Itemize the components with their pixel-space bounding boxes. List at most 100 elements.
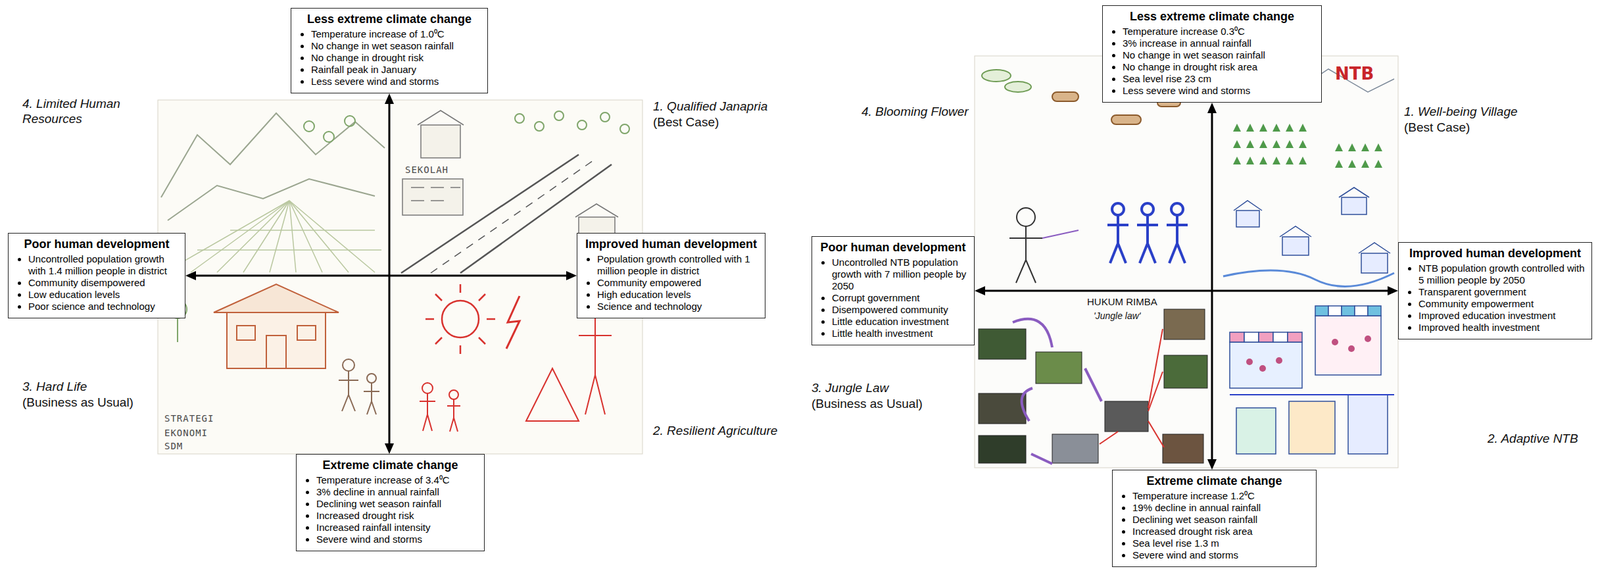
market-sketch <box>1244 332 1259 342</box>
axis-box: Poor human developmentUncontrolled NTB p… <box>811 236 975 346</box>
rice-field-sketch <box>1233 140 1307 148</box>
axis-bullet: Uncontrolled NTB population growth with … <box>831 256 968 292</box>
market-sketch <box>1229 341 1303 388</box>
market-sketch <box>1328 305 1342 316</box>
axis-bullet: Science and technology <box>597 300 759 313</box>
axis-arrow <box>1207 102 1217 470</box>
village-sketch <box>1236 210 1260 227</box>
field-rows <box>289 200 323 273</box>
collage-red-arrow <box>1099 431 1118 444</box>
axis-bullet: Increased rainfall intensity <box>316 521 478 534</box>
red-figure-sketch <box>526 368 579 421</box>
tree-sketch <box>600 112 610 122</box>
arrow-head <box>185 270 196 281</box>
axis-heading: Extreme climate change <box>303 458 478 473</box>
collage-arrow <box>1085 368 1102 402</box>
market-people <box>1275 357 1283 364</box>
house-sketch <box>213 284 339 369</box>
person-sketch <box>1042 230 1079 239</box>
market-sketch <box>1354 305 1368 316</box>
people-sketch <box>366 373 377 383</box>
collage-arrow <box>1012 318 1102 464</box>
house-sketch <box>226 312 326 369</box>
axis-bullet: NTB population growth controlled with 5 … <box>1418 262 1585 287</box>
photo-collage <box>978 393 1026 424</box>
sketch-frame <box>157 55 1399 468</box>
market-sketch <box>1236 407 1276 454</box>
blue-people-sketch <box>1112 203 1124 216</box>
sketch-text: SEKOLAH <box>405 164 449 175</box>
arrow-head <box>384 443 394 454</box>
tree-sketch <box>577 120 587 130</box>
axis-bullet: No change in drought risk <box>311 51 481 64</box>
sketch-text: STRATEGI <box>164 412 214 424</box>
axis-bullet: Sea level rise 1.3 m <box>1132 537 1310 550</box>
collage-red-arrow <box>1148 371 1163 412</box>
axis-box: Improved human developmentPopulation gro… <box>576 232 766 319</box>
axis-bullet: Little education investment <box>831 315 968 328</box>
photo-collage <box>1163 309 1205 340</box>
field-rows <box>243 200 290 273</box>
blue-people-sketch <box>1107 203 1188 264</box>
arrow-head <box>974 286 986 296</box>
market-people <box>1246 335 1372 372</box>
axis-bullet: Temperature increase 0.3⁰C <box>1122 25 1315 38</box>
field-rows <box>230 229 375 231</box>
building-sketch <box>417 110 464 125</box>
field-rows <box>269 200 290 273</box>
scenario-label: 2. Adaptive NTB <box>1487 430 1579 446</box>
scenario-label: 1. Qualified Janapria <box>653 98 768 114</box>
field-rows <box>197 249 382 251</box>
sun-sketch <box>506 295 520 349</box>
house-sketch <box>213 284 339 313</box>
building-sketch <box>575 203 619 218</box>
photo-collage <box>1035 351 1082 384</box>
market-sketch <box>1367 305 1382 316</box>
red-figure-sketch <box>422 382 433 394</box>
photo-collage <box>1104 401 1149 432</box>
person-sketch <box>1009 207 1079 283</box>
bullet-list: Temperature increase 0.3⁰C3% increase in… <box>1109 25 1315 97</box>
axis-bullet: Rainfall peak in January <box>311 63 481 76</box>
house-sketch <box>297 325 316 340</box>
axis-bullet: 3% increase in annual rainfall <box>1122 37 1315 50</box>
sun-sketch <box>425 284 520 354</box>
axis-arrow <box>185 270 577 281</box>
market-sketch <box>1287 332 1303 342</box>
village-sketch <box>1338 187 1370 198</box>
building-sketch <box>420 124 461 158</box>
axis-bullet: Low education levels <box>28 288 179 301</box>
bullet-list: Temperature increase 1.2⁰C19% decline in… <box>1119 489 1310 561</box>
scenario-label: 3. Jungle Law <box>811 380 889 396</box>
person-sketch <box>1016 207 1036 227</box>
tree-sketch <box>514 113 525 123</box>
field-rows <box>190 200 290 273</box>
arrow-head <box>566 270 577 281</box>
market-sketch <box>1341 305 1355 316</box>
sketch-text: HUKUM RIMBA <box>1085 295 1160 308</box>
village-sketch <box>1282 236 1309 256</box>
axis-bullet: Community empowered <box>597 276 759 289</box>
photo-collage <box>978 328 1026 360</box>
collage-red-arrow <box>1099 328 1164 448</box>
red-figure-sketch <box>449 389 459 400</box>
axis-heading: Poor human development <box>15 237 179 252</box>
red-figure-sketch <box>578 316 612 415</box>
red-figure-sketch <box>419 393 436 431</box>
people-sketch <box>338 370 359 412</box>
road-sketch <box>430 159 596 273</box>
red-figure-sketch <box>419 301 612 432</box>
photo-collage <box>1163 355 1208 388</box>
rice-field-sketch <box>1233 123 1307 132</box>
blue-people-sketch <box>1107 215 1129 264</box>
sketch-text: 'Jungle law' <box>1091 310 1143 322</box>
axis-box: Extreme climate changeTemperature increa… <box>1112 469 1317 567</box>
market-sketch <box>1315 315 1382 375</box>
market-people <box>1331 338 1339 346</box>
market-sketch <box>1229 393 1395 396</box>
axis-box: Improved human developmentNTB population… <box>1398 242 1593 340</box>
axis-arrow <box>974 286 1399 296</box>
log-sketch <box>1111 115 1141 125</box>
scenario-label: 2. Resilient Agriculture <box>653 422 778 438</box>
